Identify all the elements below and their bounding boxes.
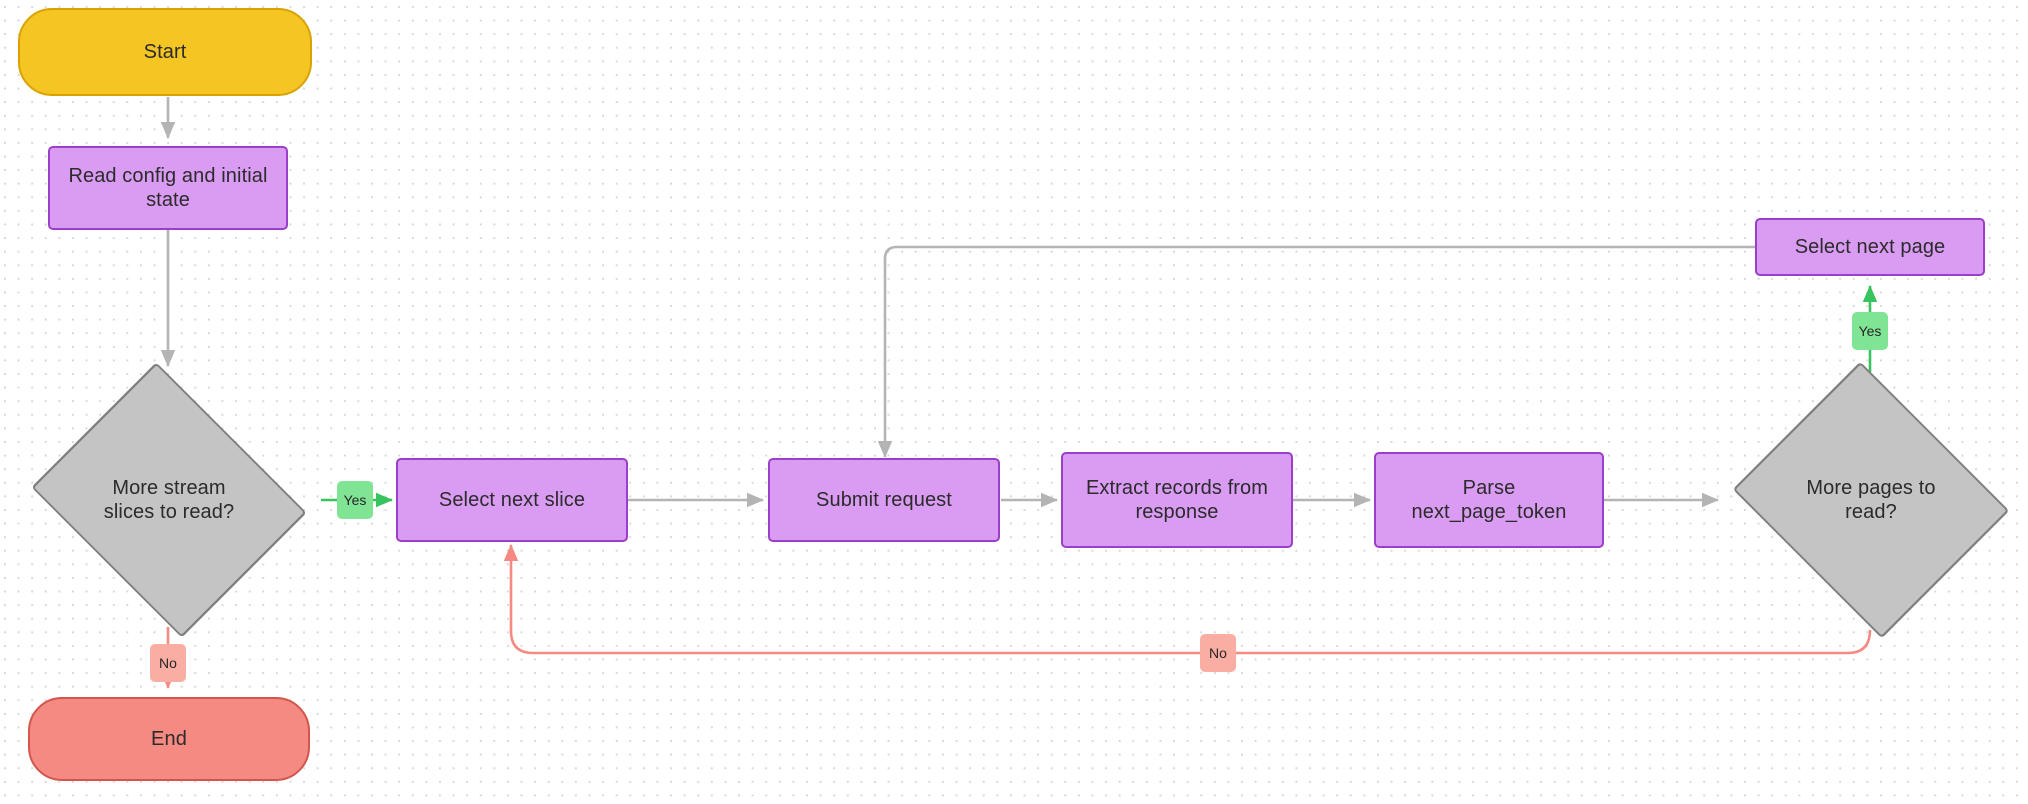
node-end[interactable]: End	[28, 697, 310, 781]
node-more-pages-label: More pages to read?	[1806, 476, 1936, 523]
edge-badge-no-more-pages-text: No	[1209, 645, 1227, 661]
edge-badge-yes-more-pages: Yes	[1852, 312, 1888, 350]
node-select-next-slice-label: Select next slice	[438, 488, 586, 511]
node-read-config[interactable]: Read config and initial state	[48, 146, 288, 230]
node-more-stream-slices-label: More stream slices to read?	[103, 476, 235, 523]
node-more-pages[interactable]: More pages to read?	[1722, 361, 2020, 639]
node-submit-request[interactable]: Submit request	[768, 458, 1000, 542]
node-more-stream-slices[interactable]: More stream slices to read?	[18, 362, 320, 638]
edge-badge-yes-more-slices-text: Yes	[343, 492, 367, 508]
node-select-next-slice[interactable]: Select next slice	[396, 458, 628, 542]
node-select-next-page-label: Select next page	[1794, 235, 1946, 258]
edge-badge-yes-more-pages-text: Yes	[1858, 323, 1882, 339]
node-end-label: End	[151, 727, 187, 750]
node-read-config-label: Read config and initial state	[68, 164, 268, 211]
edge-badge-no-more-pages: No	[1200, 634, 1236, 672]
node-start-label: Start	[143, 40, 187, 63]
node-extract-records-label: Extract records from response	[1085, 476, 1269, 523]
node-select-next-page[interactable]: Select next page	[1755, 218, 1985, 276]
edge-badge-no-more-slices-text: No	[159, 655, 177, 671]
node-submit-request-label: Submit request	[816, 488, 952, 511]
edge-badge-yes-more-slices: Yes	[337, 481, 373, 519]
node-start[interactable]: Start	[18, 8, 312, 96]
edge-badge-no-more-slices: No	[150, 644, 186, 682]
node-extract-records[interactable]: Extract records from response	[1061, 452, 1293, 548]
node-parse-next-page-token[interactable]: Parse next_page_token	[1374, 452, 1604, 548]
edge-more-pages-no-to-select-slice-loop	[503, 543, 1872, 655]
node-parse-next-page-token-label: Parse next_page_token	[1411, 476, 1567, 523]
edge-select-page-to-submit-loop	[877, 245, 1755, 459]
